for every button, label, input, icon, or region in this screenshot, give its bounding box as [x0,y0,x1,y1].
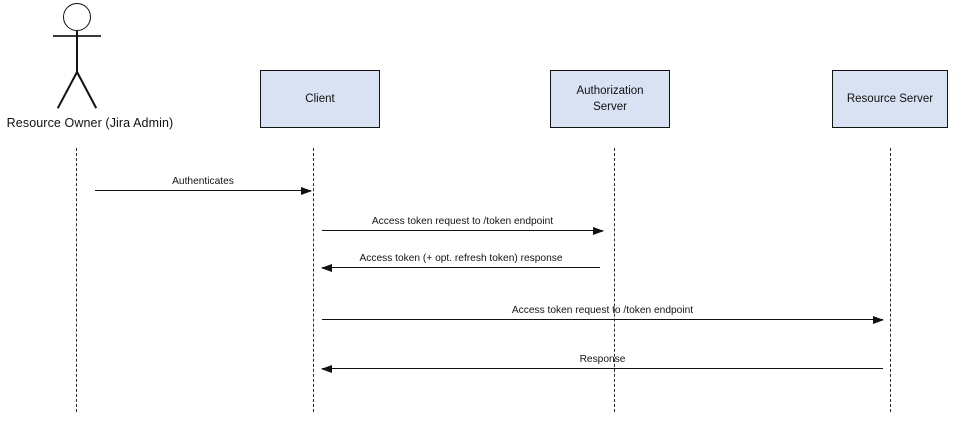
message-access-token-request-resource[interactable]: Access token request to /token endpoint [322,298,884,324]
message-label-access-token-request-resource: Access token request to /token endpoint [511,305,694,316]
participant-label-authorization-server: Authorization Server [576,85,644,113]
message-line [95,189,311,191]
arrow-head-right-icon [593,226,604,235]
message-label-access-token-request-auth: Access token request to /token endpoint [371,216,554,227]
lifeline-resource-owner [76,148,77,412]
message-line [322,229,603,231]
message-line [322,318,883,320]
message-response[interactable]: Response [321,347,883,373]
actor-head-icon [63,3,91,31]
actor-leg-right-icon [76,71,97,109]
arrow-head-left-icon [321,263,332,272]
message-line [322,266,600,268]
message-label-access-token-response: Access token (+ opt. refresh token) resp… [359,253,563,264]
arrow-head-right-icon [873,315,884,324]
participant-box-client[interactable]: Client [260,70,380,128]
participant-label-resource-server: Resource Server [846,93,934,105]
actor-leg-left-icon [56,71,78,109]
actor-resource-owner: Resource Owner (Jira Admin) [0,0,185,140]
participant-label-client: Client [305,93,335,105]
actor-body-icon [76,31,78,73]
message-access-token-response[interactable]: Access token (+ opt. refresh token) resp… [321,246,600,272]
actor-caption-label: Resource Owner (Jira Admin) [6,116,174,130]
arrow-head-left-icon [321,364,332,373]
message-line [322,367,883,369]
lifeline-resource-server [890,148,891,412]
lifeline-client [313,148,314,412]
lifeline-authorization-server [614,148,615,412]
participant-box-resource-server[interactable]: Resource Server [832,70,948,128]
participant-box-authorization-server[interactable]: Authorization Server [550,70,670,128]
message-label-authenticates: Authenticates [172,176,234,187]
message-label-response: Response [579,354,626,365]
message-access-token-request-auth[interactable]: Access token request to /token endpoint [322,209,604,235]
arrow-head-right-icon [301,186,312,195]
message-authenticates[interactable]: Authenticates [95,169,312,195]
